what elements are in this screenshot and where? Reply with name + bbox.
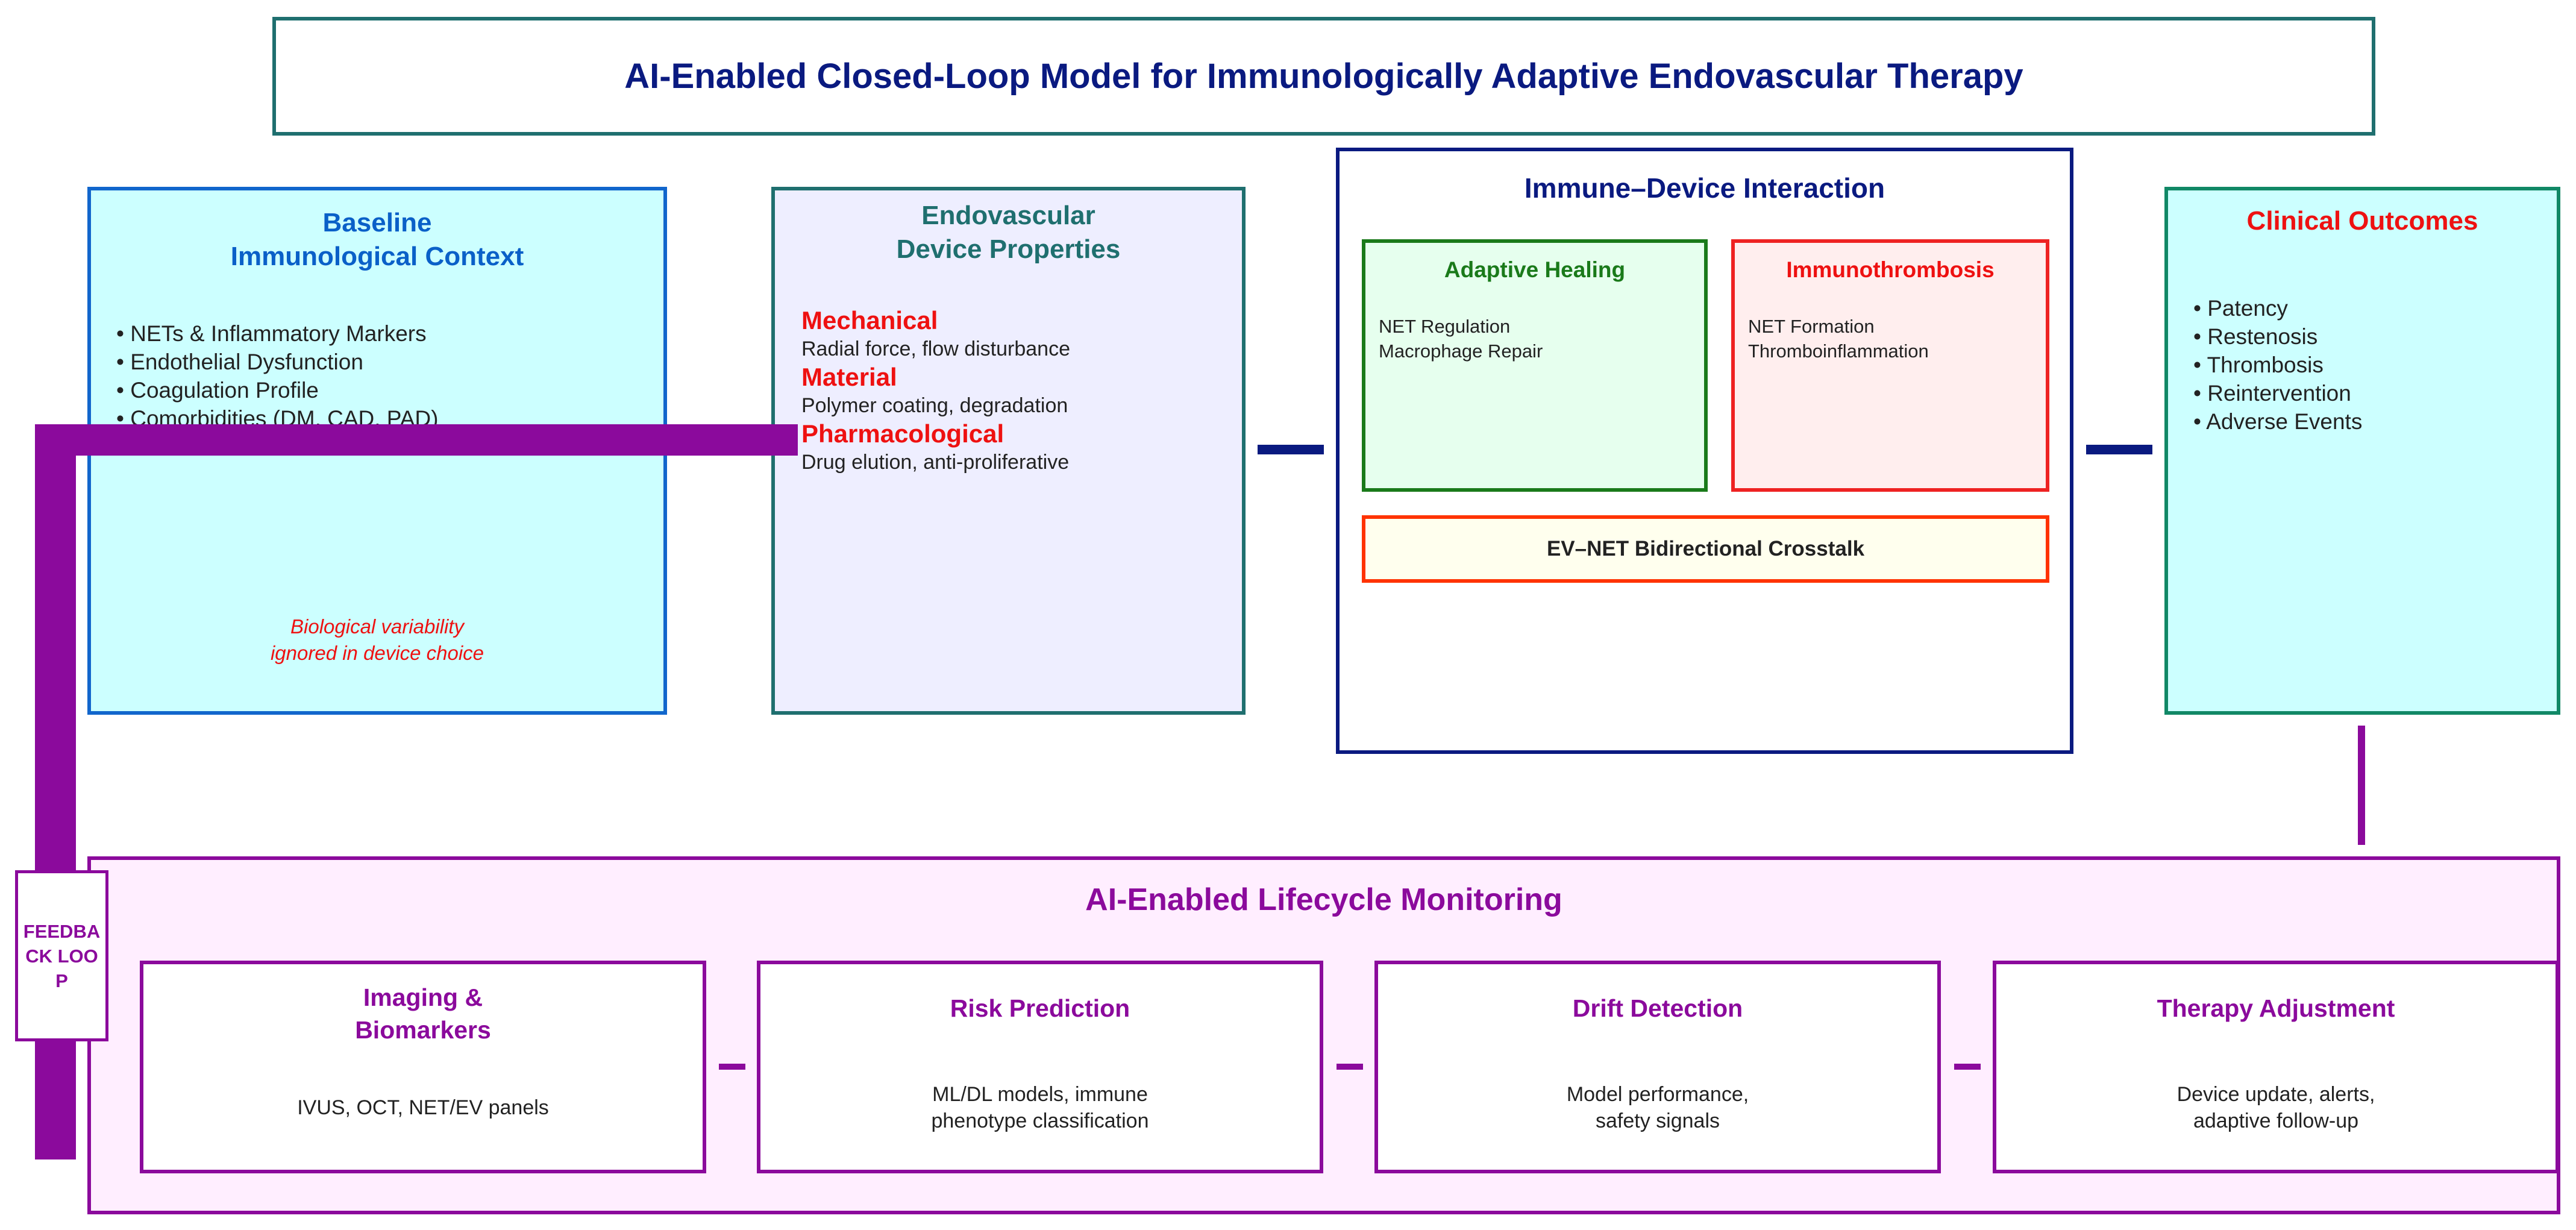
stage-risk-title: Risk Prediction: [950, 994, 1130, 1022]
property-mechanical-desc: Radial force, flow disturbance: [801, 337, 1071, 360]
healing-item-net-regulation: NET Regulation: [1379, 316, 1511, 337]
thrombo-item-net-formation: NET Formation: [1748, 316, 1875, 337]
stage-imaging-desc: IVUS, OCT, NET/EV panels: [143, 1094, 703, 1121]
device-properties-list: Mechanical Radial force, flow disturbanc…: [801, 306, 1070, 476]
stage-risk-desc-line1: ML/DL models, immune: [932, 1083, 1148, 1106]
stage-imaging-title: Imaging & Biomarkers: [143, 981, 703, 1046]
feedback-loop-label: FEEDBACK LOOP: [23, 920, 101, 991]
outcome-item-restenosis: • Restenosis: [2193, 324, 2318, 349]
feedback-loop-horizontal-bar: [35, 424, 798, 456]
crosstalk-label: EV–NET Bidirectional Crosstalk: [1546, 537, 1865, 560]
device-title-line2: Device Properties: [896, 234, 1121, 264]
monitoring-title: AI-Enabled Lifecycle Monitoring: [1085, 882, 1562, 917]
property-pharmacological-desc: Drug elution, anti-proliferative: [801, 451, 1070, 474]
baseline-note: Biological variability ignored in device…: [91, 613, 663, 667]
diagram-title-box: AI-Enabled Closed-Loop Model for Immunol…: [272, 17, 2375, 136]
clinical-outcomes-box: Clinical Outcomes • Patency • Restenosis…: [2164, 187, 2560, 715]
outcome-item-reintervention: • Reintervention: [2193, 381, 2351, 406]
connector-interaction-outcomes: [2086, 445, 2152, 454]
connector-stage-2-3: [1337, 1064, 1363, 1070]
connector-outcomes-monitoring: [2358, 726, 2365, 845]
stage-risk-desc-line2: phenotype classification: [931, 1109, 1149, 1132]
crosstalk-box: EV–NET Bidirectional Crosstalk: [1362, 515, 2049, 583]
thrombo-item-thromboinflammation: Thromboinflammation: [1748, 340, 1929, 362]
feedback-loop-vertical-bar: [35, 424, 76, 1159]
stage-drift-desc-line2: safety signals: [1596, 1109, 1720, 1132]
stage-therapy-adjustment: Therapy Adjustment Device update, alerts…: [1993, 961, 2559, 1173]
stage-therapy-desc-line2: adaptive follow-up: [2193, 1109, 2359, 1132]
connector-device-interaction: [1258, 445, 1324, 454]
connector-stage-3-4: [1954, 1064, 1981, 1070]
feedback-loop-box: FEEDBACK LOOP: [15, 870, 108, 1041]
property-material-desc: Polymer coating, degradation: [801, 394, 1068, 417]
baseline-title-line2: Immunological Context: [230, 242, 524, 271]
baseline-item-nets: • NETs & Inflammatory Markers: [116, 321, 427, 346]
stage-risk-prediction: Risk Prediction ML/DL models, immune phe…: [757, 961, 1323, 1173]
immunothrombosis-list: NET Formation Thromboinflammation: [1748, 314, 1929, 363]
outcome-item-adverse-events: • Adverse Events: [2193, 409, 2363, 434]
stage-therapy-title: Therapy Adjustment: [2157, 994, 2395, 1022]
stage-risk-desc: ML/DL models, immune phenotype classific…: [760, 1081, 1320, 1134]
property-pharmacological-name: Pharmacological: [801, 419, 1004, 448]
property-mechanical-name: Mechanical: [801, 306, 938, 334]
property-material-name: Material: [801, 363, 897, 391]
stage-drift-detection: Drift Detection Model performance, safet…: [1374, 961, 1941, 1173]
stage-drift-desc-line1: Model performance,: [1566, 1083, 1749, 1106]
outcomes-list: • Patency • Restenosis • Thrombosis • Re…: [2193, 294, 2362, 436]
stage-imaging-title-line1: Imaging &: [363, 984, 483, 1011]
stage-imaging-biomarkers: Imaging & Biomarkers IVUS, OCT, NET/EV p…: [140, 961, 706, 1173]
immunothrombosis-title: Immunothrombosis: [1786, 257, 1995, 282]
diagram-title: AI-Enabled Closed-Loop Model for Immunol…: [624, 57, 2023, 96]
baseline-note-line1: Biological variability: [290, 615, 464, 638]
interaction-title: Immune–Device Interaction: [1524, 172, 1885, 204]
stage-therapy-desc-line1: Device update, alerts,: [2176, 1083, 2375, 1106]
stage-imaging-title-line2: Biomarkers: [355, 1016, 491, 1044]
baseline-list: • NETs & Inflammatory Markers • Endothel…: [116, 319, 438, 433]
baseline-title-line1: Baseline: [322, 208, 432, 237]
baseline-title: Baseline Immunological Context: [91, 206, 663, 274]
stage-drift-title: Drift Detection: [1572, 994, 1743, 1022]
immunothrombosis-box: Immunothrombosis NET Formation Thromboin…: [1731, 239, 2049, 492]
adaptive-healing-title: Adaptive Healing: [1444, 257, 1626, 282]
device-title-line1: Endovascular: [921, 201, 1095, 230]
healing-item-macrophage-repair: Macrophage Repair: [1379, 340, 1543, 362]
device-title: Endovascular Device Properties: [775, 199, 1242, 266]
baseline-note-line2: ignored in device choice: [270, 642, 484, 664]
connector-stage-1-2: [719, 1064, 745, 1070]
outcome-item-thrombosis: • Thrombosis: [2193, 353, 2324, 377]
baseline-item-endothelial: • Endothelial Dysfunction: [116, 350, 363, 374]
outcome-item-patency: • Patency: [2193, 296, 2288, 321]
adaptive-healing-list: NET Regulation Macrophage Repair: [1379, 314, 1543, 363]
outcomes-title: Clinical Outcomes: [2246, 206, 2478, 236]
stage-imaging-desc-line1: IVUS, OCT, NET/EV panels: [297, 1096, 549, 1119]
device-properties-box: Endovascular Device Properties Mechanica…: [771, 187, 1246, 715]
adaptive-healing-box: Adaptive Healing NET Regulation Macropha…: [1362, 239, 1708, 492]
baseline-item-coagulation: • Coagulation Profile: [116, 378, 319, 403]
stage-therapy-desc: Device update, alerts, adaptive follow-u…: [1996, 1081, 2556, 1134]
stage-drift-desc: Model performance, safety signals: [1378, 1081, 1937, 1134]
